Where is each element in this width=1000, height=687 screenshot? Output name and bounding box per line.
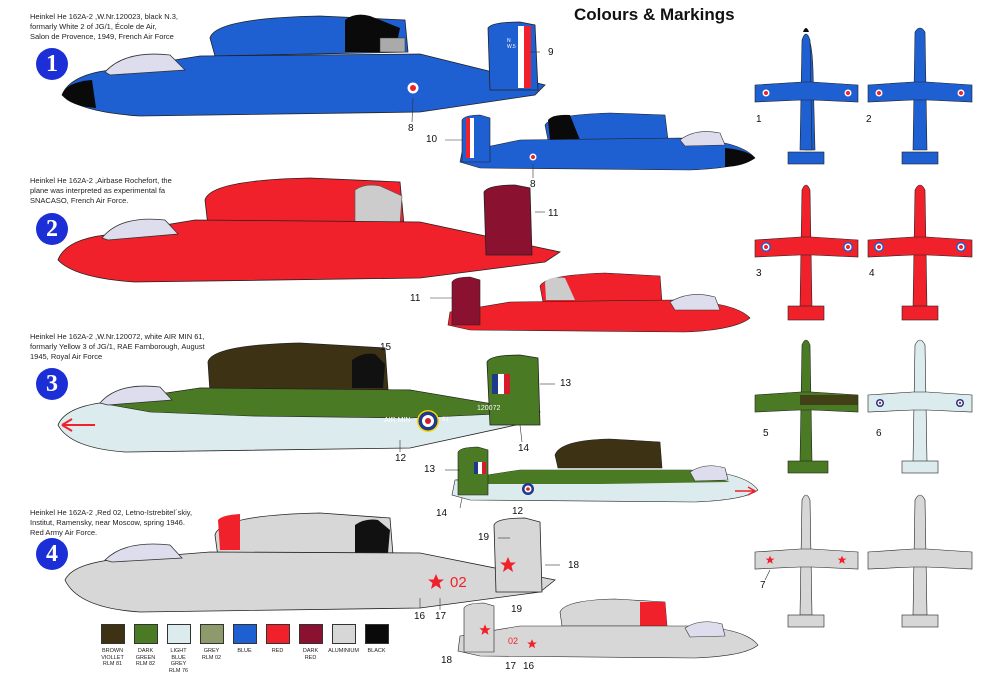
callout-12b: 12 <box>512 506 524 517</box>
colour-swatch <box>265 624 290 644</box>
callout-9: 9 <box>548 47 554 58</box>
red-code-02: 02 <box>450 574 467 591</box>
colour-swatch <box>166 624 191 644</box>
page-title: Colours & Markings <box>574 5 735 24</box>
callout-14a: 14 <box>518 443 530 454</box>
callout-14b: 14 <box>436 508 448 519</box>
colour-swatch <box>232 624 257 644</box>
top-view-4 <box>867 184 973 321</box>
palette-item: RED <box>261 624 294 674</box>
top-view-7 <box>754 494 859 628</box>
palette-item: DARK GREEN RLM 82 <box>129 624 162 674</box>
aircraft-1-side <box>61 14 546 117</box>
callout-8a: 8 <box>408 123 414 134</box>
palette-item: ALUMINIUM <box>327 624 360 674</box>
callout-16a: 16 <box>414 611 426 622</box>
palette-item: BLUE <box>228 624 261 674</box>
palette-item: DARK RED <box>294 624 327 674</box>
top-view-8 <box>867 494 973 628</box>
callout-11a: 11 <box>548 208 559 219</box>
colour-label: DARK GREEN RLM 82 <box>135 648 156 667</box>
scheme-2-badge: 2 <box>36 213 68 245</box>
callout-3: 3 <box>756 268 762 279</box>
callout-16b: 16 <box>523 661 535 672</box>
aircraft-2-side <box>57 177 562 283</box>
callout-4: 4 <box>869 268 875 279</box>
colour-label: RED <box>271 648 284 654</box>
scheme-1-badge: 1 <box>36 48 68 80</box>
callout-5: 5 <box>763 428 769 439</box>
callout-17a: 17 <box>435 611 447 622</box>
callout-17b: 17 <box>505 661 517 672</box>
aircraft-3-side <box>57 342 541 453</box>
colour-label: BLUE <box>237 648 252 654</box>
scheme-4-description: Heinkel He 162A-2 ,Red 02, Letno-Istrebi… <box>30 508 193 537</box>
aircraft-4-side-small <box>457 598 759 659</box>
palette-item: LIGHT BLUE GREY RLM 76 <box>162 624 195 674</box>
aircraft-2-side-small <box>447 272 751 333</box>
scheme-1-description: Heinkel He 162A-2 ,W.Nr.120023, black N.… <box>30 12 178 41</box>
colour-swatch <box>298 624 323 644</box>
callout-11b: 11 <box>410 293 421 304</box>
colour-label: BROWN VIOLLET RLM 81 <box>101 648 124 667</box>
top-view-3 <box>754 184 859 321</box>
callout-10: 10 <box>426 134 438 145</box>
colour-swatch <box>133 624 158 644</box>
leader-lines <box>370 51 771 610</box>
callout-19b: 19 <box>511 604 523 615</box>
red-code-02-small: 02 <box>508 636 519 646</box>
colour-palette: BROWN VIOLLET RLM 81 DARK GREEN RLM 82 LIG… <box>96 624 393 674</box>
scheme-2-description: Heinkel He 162A-2 ,Airbase Rochefort, th… <box>30 176 172 205</box>
callout-7: 7 <box>760 580 766 591</box>
top-view-6 <box>867 339 973 474</box>
aircraft-3-side-small <box>451 438 759 503</box>
colour-label: ALUMINIUM <box>328 648 359 654</box>
aircraft-1-side-small <box>459 112 756 171</box>
french-fin-marking: N W.5 <box>507 38 516 50</box>
palette-item: GREY RLM 02 <box>195 624 228 674</box>
colour-swatch <box>364 624 389 644</box>
callout-15: 15 <box>380 342 392 353</box>
colour-label: LIGHT BLUE GREY RLM 76 <box>168 648 189 674</box>
scheme-3-badge: 3 <box>36 368 68 400</box>
callout-19a: 19 <box>478 532 490 543</box>
top-view-5 <box>754 339 859 474</box>
callout-18a: 18 <box>568 560 580 571</box>
colour-swatch <box>100 624 125 644</box>
aircraft-4-side <box>64 512 556 613</box>
top-view-2 <box>867 27 973 165</box>
scheme-3-description: Heinkel He 162A-2 ,W.Nr.120072, white AI… <box>30 332 205 361</box>
colour-label: DARK RED <box>302 648 319 661</box>
serial-120072: 120072 <box>477 405 501 412</box>
colour-label: BLACK <box>367 648 386 654</box>
callout-1: 1 <box>756 114 762 125</box>
callout-8b: 8 <box>530 179 536 190</box>
palette-item: BLACK <box>360 624 393 674</box>
callout-13b: 13 <box>424 464 436 475</box>
callout-13a: 13 <box>560 378 572 389</box>
colour-swatch <box>199 624 224 644</box>
air-min-label: AIR MIN <box>384 417 411 424</box>
colour-swatch <box>331 624 356 644</box>
air-min-number: 61 <box>442 417 449 423</box>
callout-2: 2 <box>866 114 872 125</box>
callout-6: 6 <box>876 428 882 439</box>
callout-18b: 18 <box>441 655 453 666</box>
palette-item: BROWN VIOLLET RLM 81 <box>96 624 129 674</box>
callout-12a: 12 <box>395 453 407 464</box>
scheme-4-badge: 4 <box>36 538 68 570</box>
colour-label: GREY RLM 02 <box>201 648 222 661</box>
top-view-1 <box>754 28 859 165</box>
